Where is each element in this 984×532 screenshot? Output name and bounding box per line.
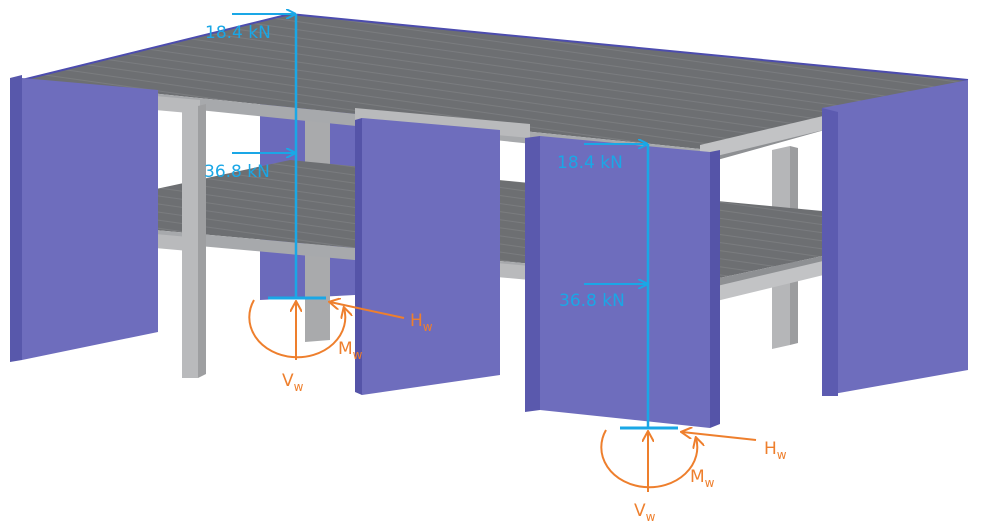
- wall-right-front-edge: [710, 150, 720, 428]
- right-v-subscript: w: [646, 510, 656, 524]
- front-columns: [182, 104, 206, 378]
- left-moment-arc: [248, 299, 345, 359]
- right-moment-arc: [600, 429, 697, 489]
- right-m-label: M: [690, 467, 705, 487]
- right-wall-reactions: Hw Mw Vw: [600, 429, 787, 524]
- wall-left-end: [22, 78, 158, 360]
- wall-right-end: [822, 80, 968, 396]
- left-h-label: H: [410, 311, 423, 331]
- svg-text:Hw: Hw: [764, 439, 787, 462]
- right-h-label: H: [764, 439, 777, 459]
- shear-walls: [10, 75, 968, 428]
- right-v-label: V: [634, 501, 646, 521]
- left-m-subscript: w: [353, 348, 363, 362]
- svg-text:Hw: Hw: [410, 311, 433, 334]
- right-h-subscript: w: [777, 448, 787, 462]
- svg-text:Vw: Vw: [634, 501, 656, 524]
- right-horizontal-reaction-arrow: [682, 432, 757, 441]
- left-roof-load-label: 18.4 kN: [205, 23, 271, 43]
- svg-text:Vw: Vw: [282, 371, 304, 394]
- wall-mid-front: [362, 118, 500, 395]
- right-wall-loads: 18.4 kN 36.8 kN: [557, 144, 678, 430]
- left-floor-load-label: 36.8 kN: [204, 162, 270, 182]
- wall-mid-front-side: [355, 118, 362, 395]
- wall-right-front-side: [525, 136, 540, 412]
- column-front-left-side: [198, 104, 206, 378]
- svg-text:Mw: Mw: [338, 339, 363, 362]
- wall-left-end-face: [10, 75, 22, 362]
- roof-slab-top: [22, 14, 968, 150]
- left-h-subscript: w: [423, 320, 433, 334]
- left-horizontal-reaction-arrow: [330, 302, 405, 319]
- wall-right-end-face: [822, 108, 838, 396]
- svg-text:Mw: Mw: [690, 467, 715, 490]
- right-roof-load-label: 18.4 kN: [557, 153, 623, 173]
- column-front-left: [182, 106, 198, 378]
- left-wall-loads: 18.4 kN 36.8 kN: [204, 14, 326, 300]
- right-m-subscript: w: [705, 476, 715, 490]
- wall-right-front: [540, 136, 710, 428]
- left-m-label: M: [338, 339, 353, 359]
- left-wall-reactions: Hw Mw Vw: [248, 299, 433, 394]
- left-v-label: V: [282, 371, 294, 391]
- left-v-subscript: w: [294, 380, 304, 394]
- beam-roof-right: [700, 112, 840, 160]
- beam-floor-right: [700, 257, 840, 305]
- right-floor-load-label: 36.8 kN: [559, 291, 625, 311]
